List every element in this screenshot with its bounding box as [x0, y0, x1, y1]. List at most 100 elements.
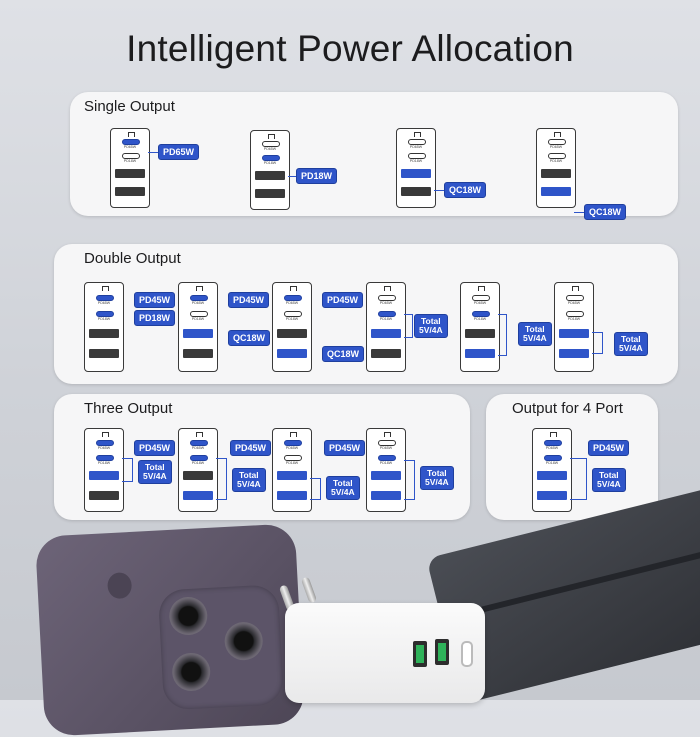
- power-tag: QC18W: [444, 182, 487, 198]
- usb-a2-port: [371, 349, 401, 358]
- usb-a2-port: [401, 187, 431, 196]
- port-label: PD18W: [123, 159, 137, 163]
- usb-a1-port: [89, 329, 119, 338]
- connector-line: [288, 176, 296, 177]
- usb-c2-port: [96, 311, 114, 317]
- usb-c2-port: [408, 153, 426, 159]
- port-label: PD18W: [285, 461, 299, 465]
- usb-a2-port: [255, 189, 285, 198]
- port-label: PD65W: [263, 147, 277, 151]
- usb-c2-port: [96, 455, 114, 461]
- port-label: PD18W: [97, 461, 111, 465]
- port-label: PD18W: [191, 461, 205, 465]
- usb-a1-port: [89, 471, 119, 480]
- port-label: PD18W: [379, 317, 393, 321]
- usb-c2-port: [566, 311, 584, 317]
- usb-c1-port: [122, 139, 140, 145]
- port-label: PD18W: [379, 461, 393, 465]
- usb-c2-port: [472, 311, 490, 317]
- plug-top: [102, 286, 109, 291]
- port-label: PD18W: [545, 461, 559, 465]
- usb-a1-port: [401, 169, 431, 178]
- power-tag: QC18W: [228, 330, 271, 346]
- total-tag: Total 5V/4A: [232, 468, 266, 492]
- camera-lens-icon: [168, 596, 209, 636]
- bracket: [498, 314, 507, 356]
- usb-a1-port: [371, 471, 401, 480]
- usb-a2-port: [183, 491, 213, 500]
- single-output-panel: Single Output PD65W PD18W PD65W PD65W PD…: [70, 92, 678, 220]
- port-label: PD65W: [549, 145, 563, 149]
- total-tag: Total 5V/4A: [138, 460, 172, 484]
- power-tag: PD45W: [324, 440, 366, 456]
- total-tag: Total 5V/4A: [420, 466, 454, 490]
- apple-logo-icon: [106, 571, 133, 600]
- plug-prong: [300, 576, 318, 604]
- charger-diagram: PD65W PD18W: [250, 130, 290, 210]
- plug-top: [128, 132, 135, 137]
- total-tag: Total 5V/4A: [592, 468, 626, 492]
- plug-top: [290, 286, 297, 291]
- connector-line: [574, 212, 584, 213]
- usb-a-port-icon: [435, 639, 449, 665]
- port-label: PD65W: [285, 446, 299, 450]
- usb-c1-port: [96, 295, 114, 301]
- total-tag: Total 5V/4A: [614, 332, 648, 356]
- power-tag: PD18W: [134, 310, 176, 326]
- usb-c2-port: [190, 311, 208, 317]
- usb-c2-port: [378, 455, 396, 461]
- plug-top: [414, 132, 421, 137]
- plug-top: [196, 432, 203, 437]
- power-tag: PD45W: [228, 292, 270, 308]
- usb-c1-port: [262, 141, 280, 147]
- camera-lens-icon: [223, 621, 264, 662]
- usb-a1-port: [371, 329, 401, 338]
- power-tag: PD45W: [134, 292, 176, 308]
- usb-c2-port: [190, 455, 208, 461]
- usb-c1-port: [544, 440, 562, 446]
- four-port-panel: Output for 4 Port PD65W PD18W PD45W Tota…: [486, 394, 658, 520]
- usb-c1-port: [408, 139, 426, 145]
- three-output-panel: Three Output PD65W PD18W PD45W Total 5V/…: [54, 394, 470, 520]
- charger-diagram: PD65W PD18W: [178, 282, 218, 372]
- charger-body: [285, 603, 485, 703]
- charger-diagram: PD65W PD18W: [536, 128, 576, 208]
- usb-c2-port: [548, 153, 566, 159]
- power-tag: PD45W: [230, 440, 272, 456]
- plug-top: [102, 432, 109, 437]
- port-label: PD18W: [263, 161, 277, 165]
- port-label: PD65W: [285, 301, 299, 305]
- plug-top: [554, 132, 561, 137]
- charger-diagram: PD65W PD18W: [366, 428, 406, 512]
- usb-a1-port: [465, 329, 495, 338]
- connector-line: [434, 190, 444, 191]
- charger-diagram: PD65W PD18W: [366, 282, 406, 372]
- port-label: PD18W: [473, 317, 487, 321]
- usb-c1-port: [378, 440, 396, 446]
- port-label: PD65W: [379, 301, 393, 305]
- usb-c1-port: [472, 295, 490, 301]
- usb-c2-port: [122, 153, 140, 159]
- charger-diagram: PD65W PD18W: [110, 128, 150, 208]
- usb-a2-port: [89, 349, 119, 358]
- usb-a1-port: [537, 471, 567, 480]
- plug-top: [384, 286, 391, 291]
- connector-line: [148, 152, 158, 153]
- bracket: [122, 458, 133, 482]
- usb-a2-port: [115, 187, 145, 196]
- port-label: PD65W: [567, 301, 581, 305]
- usb-a2-port: [559, 349, 589, 358]
- port-label: PD65W: [409, 145, 423, 149]
- double-output-panel: Double Output PD65W PD18W PD45W PD18W PD…: [54, 244, 678, 384]
- total-tag: Total 5V/4A: [326, 476, 360, 500]
- port-label: PD65W: [379, 446, 393, 450]
- usb-a-port-icon: [413, 641, 427, 667]
- bracket: [592, 332, 603, 354]
- usb-a2-port: [537, 491, 567, 500]
- port-label: PD65W: [545, 446, 559, 450]
- usb-a1-port: [115, 169, 145, 178]
- tablet-port: [479, 551, 700, 613]
- usb-a1-port: [277, 471, 307, 480]
- section-title: Three Output: [84, 400, 173, 417]
- port-label: PD65W: [123, 145, 137, 149]
